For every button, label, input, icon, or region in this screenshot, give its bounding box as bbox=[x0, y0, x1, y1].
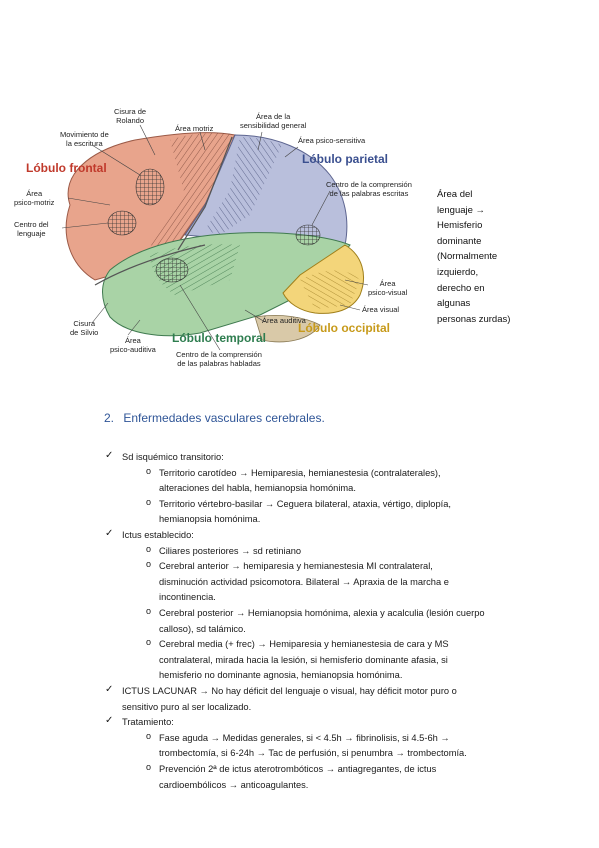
bullet-icon: o bbox=[146, 730, 152, 741]
list-line: calloso), sd talámico. bbox=[159, 623, 246, 634]
list-line: Ciliares posteriores → sd retiniano bbox=[159, 545, 302, 556]
parietal-lobe-title: Lóbulo parietal bbox=[302, 152, 389, 166]
list-line: disminución actividad psicomotora. Bilat… bbox=[159, 576, 449, 587]
sylvian-fissure bbox=[94, 244, 206, 286]
language-center-patch bbox=[107, 210, 137, 236]
frontal-lobe-title: Lóbulo frontal bbox=[26, 161, 107, 175]
label-psico-sensitiva: Área psico-sensitiva bbox=[298, 136, 366, 145]
label-auditiva: Área auditiva bbox=[262, 316, 306, 325]
brain-illustration bbox=[61, 124, 369, 351]
sensitive-area bbox=[205, 137, 282, 235]
bullet-icon: o bbox=[146, 465, 152, 476]
bullet-icon: o bbox=[146, 637, 152, 648]
list-line: Cerebral media (+ frec) → Hemiparesia y … bbox=[159, 639, 449, 650]
list-line: Sd isquémico transitorio: bbox=[122, 452, 224, 462]
label-motriz: Área motriz bbox=[175, 124, 214, 133]
check-icon: ✓ bbox=[105, 528, 114, 539]
bullet-icon: o bbox=[146, 559, 152, 570]
bullet-icon: o bbox=[146, 606, 152, 616]
temporal-lobe-title: Lóbulo temporal bbox=[172, 331, 266, 345]
check-icon: ✓ bbox=[105, 684, 114, 695]
check-icon: ✓ bbox=[105, 450, 114, 461]
section-title: Enfermedades vasculares cerebrales. bbox=[123, 411, 325, 425]
list-line: Territorio vértebro-basilar → Ceguera bi… bbox=[159, 498, 451, 509]
list-line: incontinencia. bbox=[159, 592, 216, 603]
check-icon: ✓ bbox=[105, 715, 114, 727]
list-line: sensitivo puro al ser localizado. bbox=[122, 701, 252, 712]
list-line: Cerebral anterior → hemiparesia y hemian… bbox=[159, 561, 433, 572]
motor-area bbox=[150, 132, 240, 253]
list-line: Cerebral posterior → Hemianopsia homónim… bbox=[159, 608, 485, 618]
list-line: Ictus establecido: bbox=[122, 530, 194, 540]
bullet-icon: o bbox=[146, 762, 152, 772]
rolando-fissure bbox=[177, 136, 233, 251]
auditory-area bbox=[150, 244, 240, 295]
brain-figure: Lóbulo frontal Lóbulo parietal Lóbulo te… bbox=[0, 95, 440, 395]
list-line: hemianopsia homónima. bbox=[159, 514, 261, 525]
occipital-lobe-title: Lóbulo occipital bbox=[298, 321, 390, 335]
bullet-icon: o bbox=[146, 543, 152, 554]
written-words-patch bbox=[295, 224, 321, 246]
list-line: hemisferio no dominante agnosia, hemiano… bbox=[159, 670, 403, 681]
list-line: Fase aguda → Medidas generales, si < 4.5… bbox=[159, 732, 450, 743]
cerebellum bbox=[254, 315, 321, 343]
list-line: alteraciones del habla, hemianopsia homó… bbox=[159, 483, 356, 494]
list-line: Territorio carotídeo → Hemiparesia, hemi… bbox=[159, 467, 441, 478]
section-number: 2. bbox=[104, 411, 115, 425]
label-visual: Área visual bbox=[362, 305, 400, 314]
list-line: cardioembólicos → anticoagulantes. bbox=[159, 779, 309, 790]
list-line: trombectomía, si 6-24h → Tac de perfusió… bbox=[159, 748, 467, 759]
list-line: ICTUS LACUNAR → No hay déficit del lengu… bbox=[122, 686, 457, 696]
bullet-icon: o bbox=[146, 496, 152, 507]
side-note: Área del lenguaje → Hemisferio dominante… bbox=[437, 189, 511, 325]
list-line: contralateral, mirada hacia la lesión, s… bbox=[159, 654, 448, 665]
writing-center-patch bbox=[135, 168, 165, 206]
spoken-words-patch bbox=[155, 257, 189, 283]
list-line: Prevención 2ª de ictus aterotrombóticos … bbox=[159, 764, 437, 774]
list-line: Tratamiento: bbox=[122, 717, 174, 728]
section-heading: 2. Enfermedades vasculares cerebrales. bbox=[104, 411, 325, 425]
